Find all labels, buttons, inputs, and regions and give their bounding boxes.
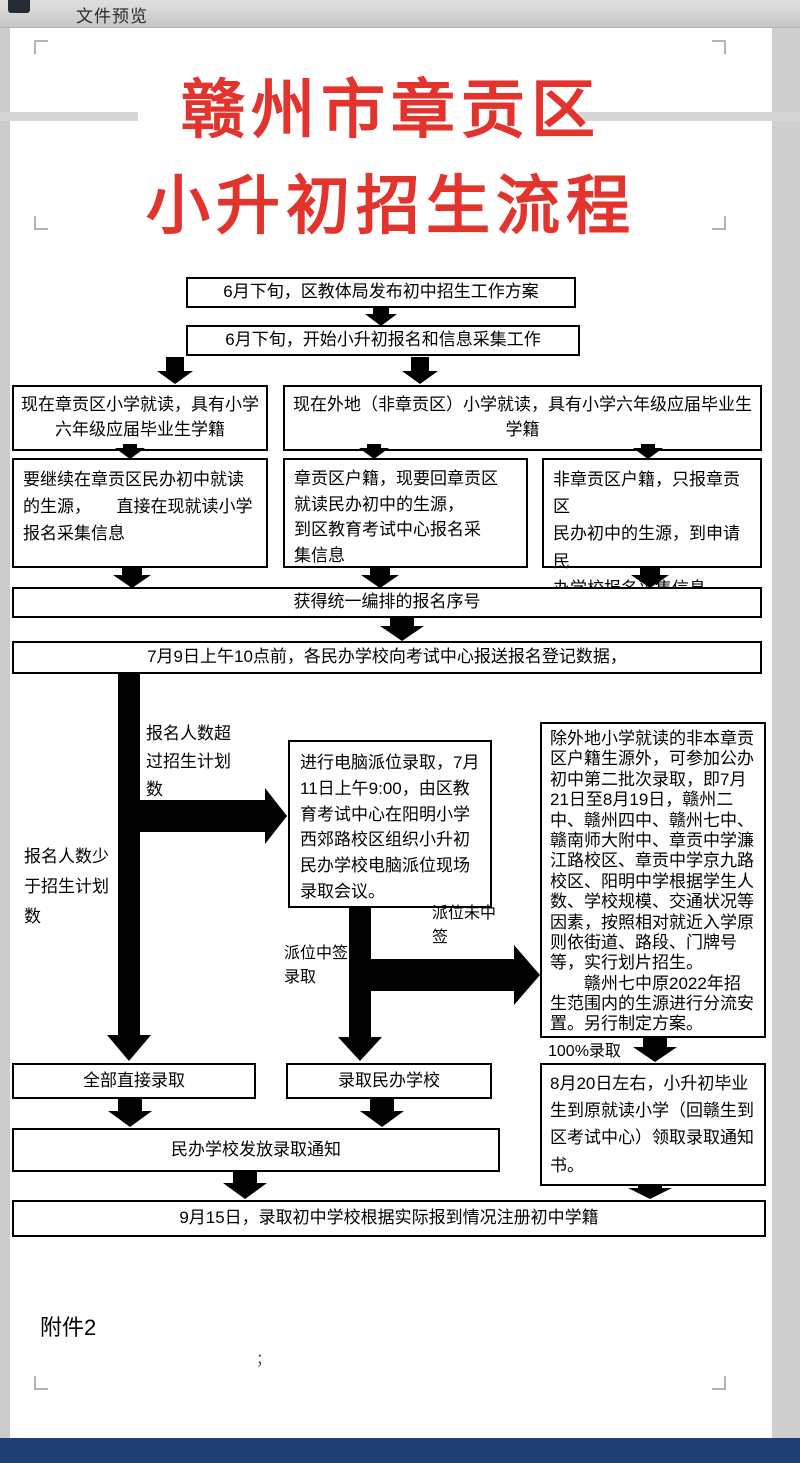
page-seam-left [0, 112, 138, 121]
crop-mark [712, 216, 726, 230]
page-title-line1: 赣州市章贡区 [181, 74, 601, 146]
page-title-line2: 小升初招生流程 [146, 170, 636, 242]
box-register: 9月15日，录取初中学校根据实际报到情况注册初中学籍 [12, 1200, 766, 1237]
box-report-data: 7月9日上午10点前，各民办学校向考试中心报送报名登记数据， [12, 641, 762, 674]
crop-mark [34, 40, 48, 54]
label-over-quota: 报名人数超过招生计划数 [146, 724, 231, 800]
footer-bar [0, 1438, 800, 1463]
crop-mark [712, 1376, 726, 1390]
app-icon [8, 0, 30, 13]
box-step-signup: 6月下旬，开始小升初报名和信息采集工作 [186, 325, 580, 356]
label-under-quota: 报名人数少于招生计划数 [24, 847, 109, 926]
crop-mark [34, 216, 48, 230]
box-serial-number: 获得统一编排的报名序号 [12, 587, 762, 618]
crop-mark [34, 1376, 48, 1390]
box-path-return: 章贡区户籍，现要回章贡区 就读民办初中的生源， 到区教育考试中心报名采 集信息 [283, 458, 528, 568]
attachment-label: 附件2 [40, 1315, 97, 1340]
box-public-admission: 除外地小学就读的非本章贡区户籍生源外，可参加公办初中第二批次录取，即7月21日至… [540, 722, 766, 1038]
box-private-admission: 录取民办学校 [286, 1063, 492, 1099]
box-nonlocal-students: 现在外地（非章贡区）小学就读，具有小学六年级应届毕业生学籍 [283, 385, 762, 451]
box-lottery: 进行电脑派位录取，7月11日上午9:00，由区教育考试中心在阳明小学西郊路校区组… [288, 740, 492, 908]
page-title: 赣州市章贡区 小升初招生流程 [10, 62, 772, 254]
preview-title: 文件预览 [76, 7, 148, 26]
box-get-notice: 8月20日左右，小升初毕业生到原就读小学（回赣生到区考试中心）领取录取通知书。 [540, 1063, 766, 1186]
box-step-plan: 6月下旬，区教体局发布初中招生工作方案 [186, 277, 576, 308]
box-local-students: 现在章贡区小学就读，具有小学六年级应届毕业生学籍 [12, 385, 268, 451]
box-path-stay: 要继续在章贡区民办初中就读的生源， 直接在现就读小学报名采集信息 [12, 458, 268, 568]
crop-mark [712, 40, 726, 54]
footnote-mark: ； [256, 1351, 272, 1368]
page-margin-right [772, 28, 800, 1438]
page-seam-right [578, 112, 800, 121]
label-lottery-lose: 派位未中签 [432, 905, 497, 946]
label-full-admission: 100%录取 [548, 1043, 621, 1060]
box-send-notice: 民办学校发放录取通知 [12, 1128, 500, 1172]
label-lottery-win: 派位中签录取 [284, 945, 349, 986]
preview-toolbar: 文件预览 [0, 0, 800, 28]
box-direct-admission: 全部直接录取 [12, 1063, 256, 1099]
box-path-apply: 非章贡区户籍，只报章贡区 民办初中的生源，到申请民 办学校报名采集信息 [542, 458, 762, 598]
